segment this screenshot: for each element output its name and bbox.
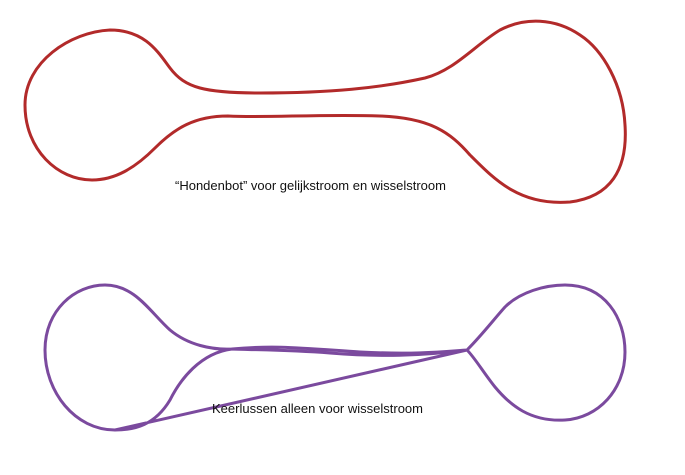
dogbone-caption: “Hondenbot” voor gelijkstroom en wissels…	[175, 178, 446, 193]
reversing-loops-figure: Keerlussen alleen voor wisselstroom	[43, 283, 627, 432]
reversing-loops-caption: Keerlussen alleen voor wisselstroom	[212, 401, 423, 416]
dogbone-figure: “Hondenbot” voor gelijkstroom en wissels…	[23, 19, 627, 204]
dogbone-track-path	[23, 19, 627, 204]
reversing-loops-track-path	[43, 283, 627, 432]
